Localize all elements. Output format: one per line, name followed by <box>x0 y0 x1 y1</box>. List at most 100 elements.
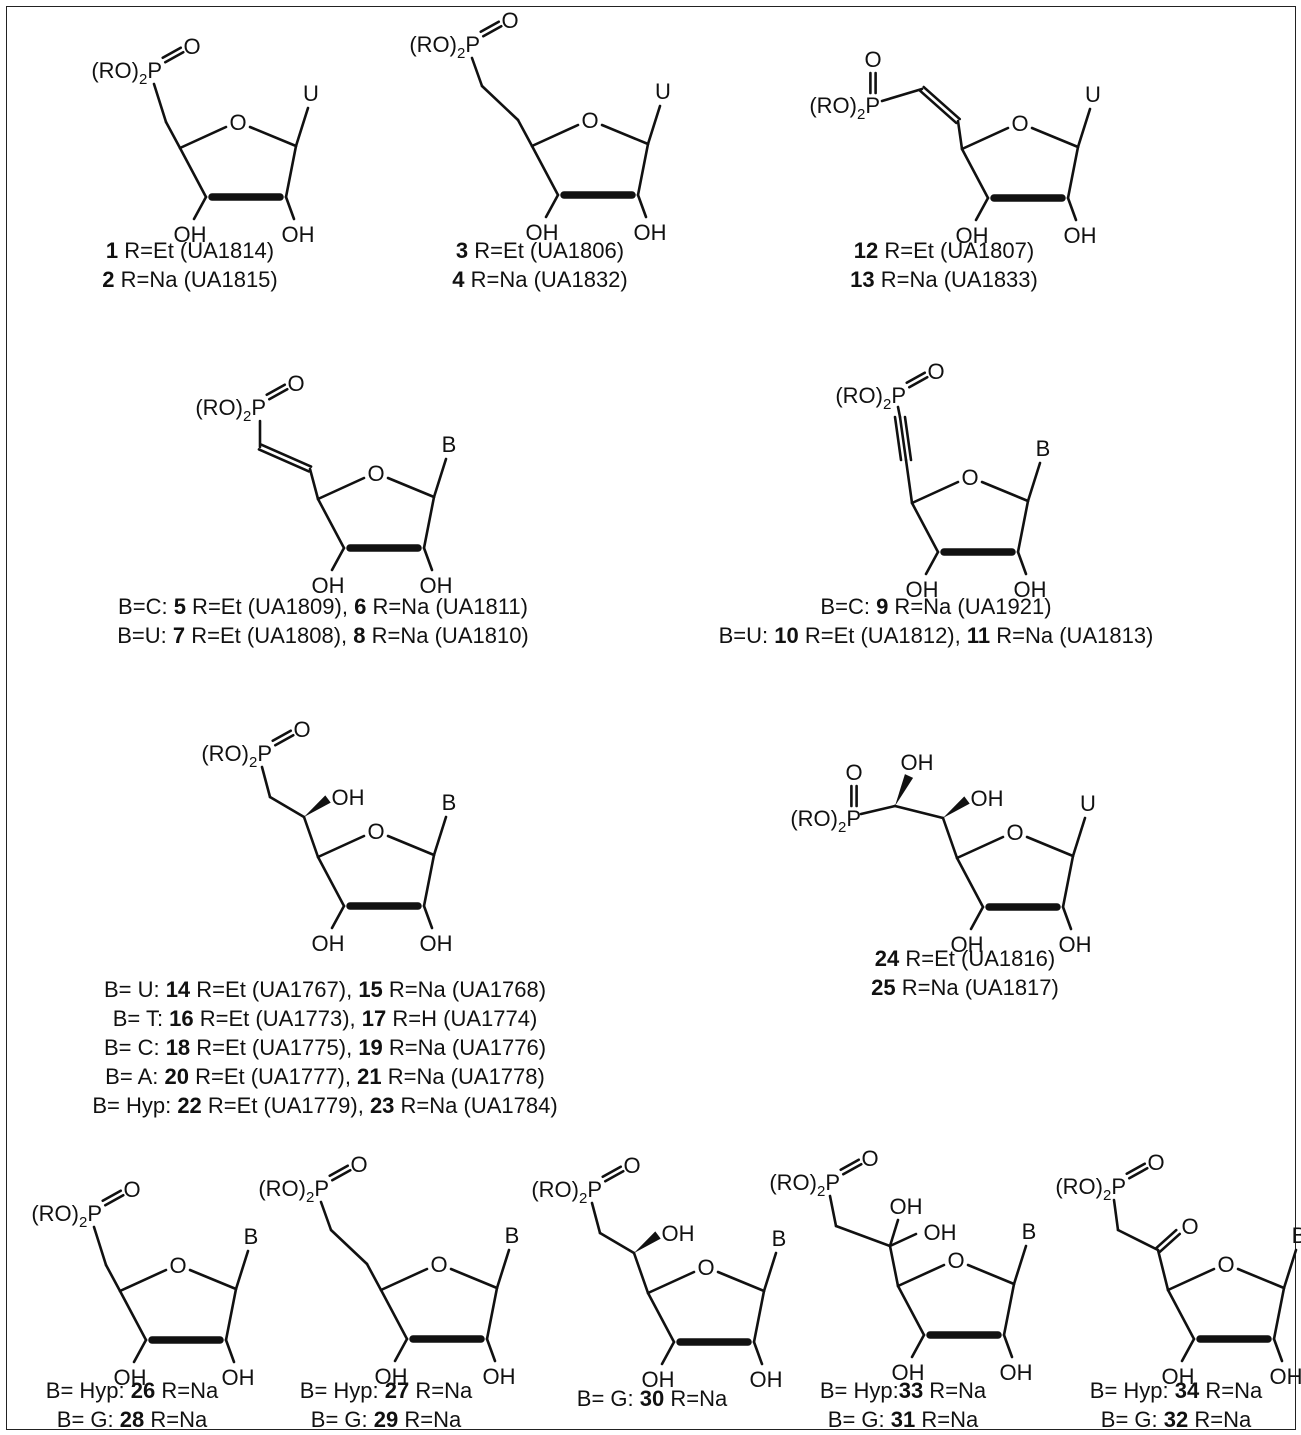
caption-text: B= G: <box>57 1407 120 1432</box>
phosphoryl-oxygen-label: O <box>287 371 304 396</box>
ring-bond <box>422 853 436 908</box>
oh-bond <box>1016 550 1028 576</box>
phosphorus-label: P <box>891 383 906 408</box>
linker-bond <box>1116 1228 1160 1252</box>
oh-bond <box>132 1338 148 1364</box>
phosphoryl-oxygen-label: O <box>1147 1150 1164 1175</box>
ring-bond <box>1166 1288 1196 1341</box>
ring-bond <box>316 834 366 859</box>
alkyne-bond <box>903 415 913 462</box>
oh-bond <box>1272 1337 1284 1363</box>
hydroxyl-label: OH <box>951 932 984 957</box>
ring-bond <box>284 144 298 199</box>
phosphoryl-bond <box>267 387 289 401</box>
phosphorus-label: P <box>465 32 480 57</box>
compound-number: 26 <box>131 1378 155 1403</box>
caption-text: R=Na (UA1784) <box>394 1093 557 1118</box>
ring-oxygen-label: O <box>1006 820 1023 845</box>
base-label: B <box>505 1223 520 1248</box>
phosphoryl-bond <box>839 1158 861 1172</box>
linker-bond <box>941 816 959 860</box>
phosphorus-label: P <box>87 1201 102 1226</box>
linker-bond <box>834 1224 892 1248</box>
linker-bond <box>268 795 306 819</box>
compound-number: 10 <box>774 623 798 648</box>
oh-bond <box>636 193 648 219</box>
caption-text: R=Na (UA1768) <box>383 977 546 1002</box>
linker-bond <box>104 1263 122 1293</box>
base-bond <box>1076 107 1092 149</box>
hydroxyl-label: OH <box>332 785 365 810</box>
caption-text: R=Na <box>664 1386 728 1411</box>
caption-line: B= G: 29 R=Na <box>311 1407 462 1432</box>
phosphonate-subscript: 2 <box>457 45 465 62</box>
linker-bond <box>590 1201 602 1235</box>
phosphonate-subscript: 2 <box>306 1189 314 1206</box>
caption-text: B= G: <box>828 1407 891 1432</box>
caption-text: B= Hyp: <box>300 1378 385 1403</box>
figure-border <box>6 6 1296 1430</box>
caption-line: 1 R=Et (UA1814) <box>106 238 274 263</box>
oh-bond <box>974 196 990 222</box>
caption-text: R=Na <box>155 1378 219 1403</box>
hydroxyl-label: OH <box>312 931 345 956</box>
base-label: B <box>772 1226 787 1251</box>
carbonyl-bond <box>1158 1232 1182 1254</box>
oh-bond <box>192 195 208 221</box>
ring-bond <box>896 1263 946 1288</box>
linker-bond <box>480 84 520 122</box>
caption-text: B= Hyp: <box>92 1093 177 1118</box>
linker-bond <box>598 1231 636 1255</box>
hydroxyl-label: OH <box>906 577 939 602</box>
phosphoryl-bond <box>101 1189 123 1203</box>
caption-line: B= G: 31 R=Na <box>828 1407 979 1432</box>
hydroxyl-label: OH <box>901 750 934 775</box>
ring-oxygen-label: O <box>1011 111 1028 136</box>
ring-bond <box>485 1286 499 1341</box>
phosphonate-subscript: 2 <box>243 408 251 425</box>
phosphonate-prefix: (RO) <box>195 395 243 420</box>
carbonyl-oxygen-label: O <box>1181 1214 1198 1239</box>
linker-bond <box>896 405 902 419</box>
oh-bond <box>393 1337 409 1363</box>
phosphonate-prefix: (RO) <box>91 58 139 83</box>
hydroxyl-label: OH <box>642 1367 675 1392</box>
caption-text: B= C: <box>104 1035 166 1060</box>
ring-bond <box>910 501 940 554</box>
ring-oxygen-label: O <box>367 819 384 844</box>
phosphonate-prefix: (RO) <box>835 383 883 408</box>
carbonyl-bond <box>1154 1228 1178 1250</box>
phosphonate-prefix: (RO) <box>809 93 857 118</box>
caption-text: R=Na (UA1832) <box>465 267 628 292</box>
ring-bond <box>752 1289 766 1344</box>
base-bond <box>432 457 448 499</box>
caption-text: R=Et (UA1808), <box>185 623 353 648</box>
vinyl-double-bond <box>257 448 311 473</box>
phosphonate-label: (RO)2P <box>1055 1174 1126 1204</box>
base-label: B <box>442 432 457 457</box>
caption-line: B= Hyp:33 R=Na <box>820 1378 987 1403</box>
ring-bond <box>316 476 366 501</box>
hydroxyl-label: OH <box>222 1365 255 1390</box>
caption-text: R=Na (UA1815) <box>115 267 278 292</box>
phosphorus-label: P <box>846 806 861 831</box>
compound-number: 7 <box>173 623 185 648</box>
base-label: B <box>1292 1223 1301 1248</box>
linker-bond <box>859 804 897 816</box>
base-label: B <box>1036 436 1051 461</box>
phosphorus-label: P <box>825 1170 840 1195</box>
compound-number: 3 <box>456 238 468 263</box>
ring-bond <box>248 125 298 148</box>
alkyne-bond <box>898 415 908 462</box>
linker-bond <box>893 804 945 820</box>
compound-number: 29 <box>374 1407 398 1432</box>
caption-line: B= A: 20 R=Et (UA1777), 21 R=Na (UA1778) <box>105 1064 545 1089</box>
phosphoryl-bond <box>1127 1166 1149 1180</box>
ring-oxygen-label: O <box>961 465 978 490</box>
ring-oxygen-label: O <box>1217 1252 1234 1277</box>
base-label: U <box>303 81 319 106</box>
